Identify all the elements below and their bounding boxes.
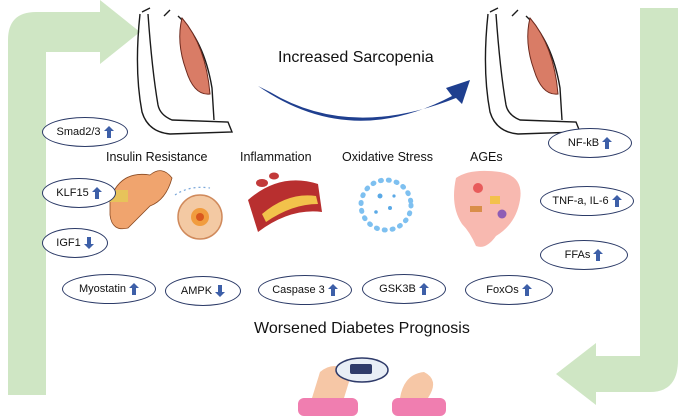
oxidative-stress-illustration: [358, 177, 414, 233]
marker-foxos: FoxOs: [465, 275, 553, 305]
marker-smad2-3: Smad2/3: [42, 117, 128, 147]
marker-label: KLF15: [56, 187, 89, 199]
category-ages: AGEs: [470, 150, 503, 164]
marker-label: IGF1: [56, 237, 81, 249]
up-arrow-icon: [91, 187, 102, 199]
up-arrow-icon: [521, 284, 532, 296]
marker-igf1: IGF1: [42, 228, 108, 258]
up-arrow-icon: [611, 195, 622, 207]
category-inflammation: Inflammation: [240, 150, 312, 164]
up-arrow-icon: [593, 249, 604, 261]
marker-label: Caspase 3: [272, 284, 325, 296]
curved-arrow: [258, 80, 470, 121]
glucose-meter-illustration: [298, 357, 446, 416]
marker-nf-kb: NF-kB: [548, 128, 632, 158]
marker-label: Smad2/3: [56, 126, 101, 138]
up-arrow-icon: [418, 283, 429, 295]
up-arrow-icon: [327, 284, 338, 296]
category-insulin-resistance: Insulin Resistance: [106, 150, 208, 164]
marker-caspase-3: Caspase 3: [258, 275, 352, 305]
marker-label: AMPK: [180, 285, 213, 297]
marker-gsk3b: GSK3B: [362, 274, 446, 304]
pancreas-illustration: [108, 170, 223, 240]
marker-label: GSK3B: [379, 283, 416, 295]
marker-label: Myostatin: [78, 283, 127, 295]
marker-label: FFAs: [564, 249, 591, 261]
category-oxidative-stress: Oxidative Stress: [342, 150, 434, 164]
marker-klf15: KLF15: [42, 178, 116, 208]
up-arrow-icon: [129, 283, 140, 295]
title-increased-sarcopenia: Increased Sarcopenia: [278, 49, 434, 66]
down-arrow-icon: [83, 237, 94, 249]
up-arrow-icon: [103, 126, 114, 138]
left-cycle-arrow: [8, 0, 140, 395]
marker-ffas: FFAs: [540, 240, 628, 270]
muscle-left: [179, 16, 211, 95]
marker-tnf-a-il-6: TNF-a, IL-6: [540, 186, 634, 216]
right-cycle-arrow: [556, 8, 678, 405]
marker-label: TNF-a, IL-6: [552, 195, 609, 207]
marker-label: NF-kB: [567, 137, 600, 149]
muscle-right: [527, 16, 559, 95]
blood-vessel-illustration: [248, 172, 322, 232]
up-arrow-icon: [602, 137, 613, 149]
marker-ampk: AMPK: [165, 276, 241, 306]
marker-myostatin: Myostatin: [62, 274, 156, 304]
marker-label: FoxOs: [486, 284, 519, 296]
ages-illustration: [454, 170, 521, 247]
down-arrow-icon: [215, 285, 226, 297]
title-worsened-diabetes-prognosis: Worsened Diabetes Prognosis: [254, 320, 470, 337]
